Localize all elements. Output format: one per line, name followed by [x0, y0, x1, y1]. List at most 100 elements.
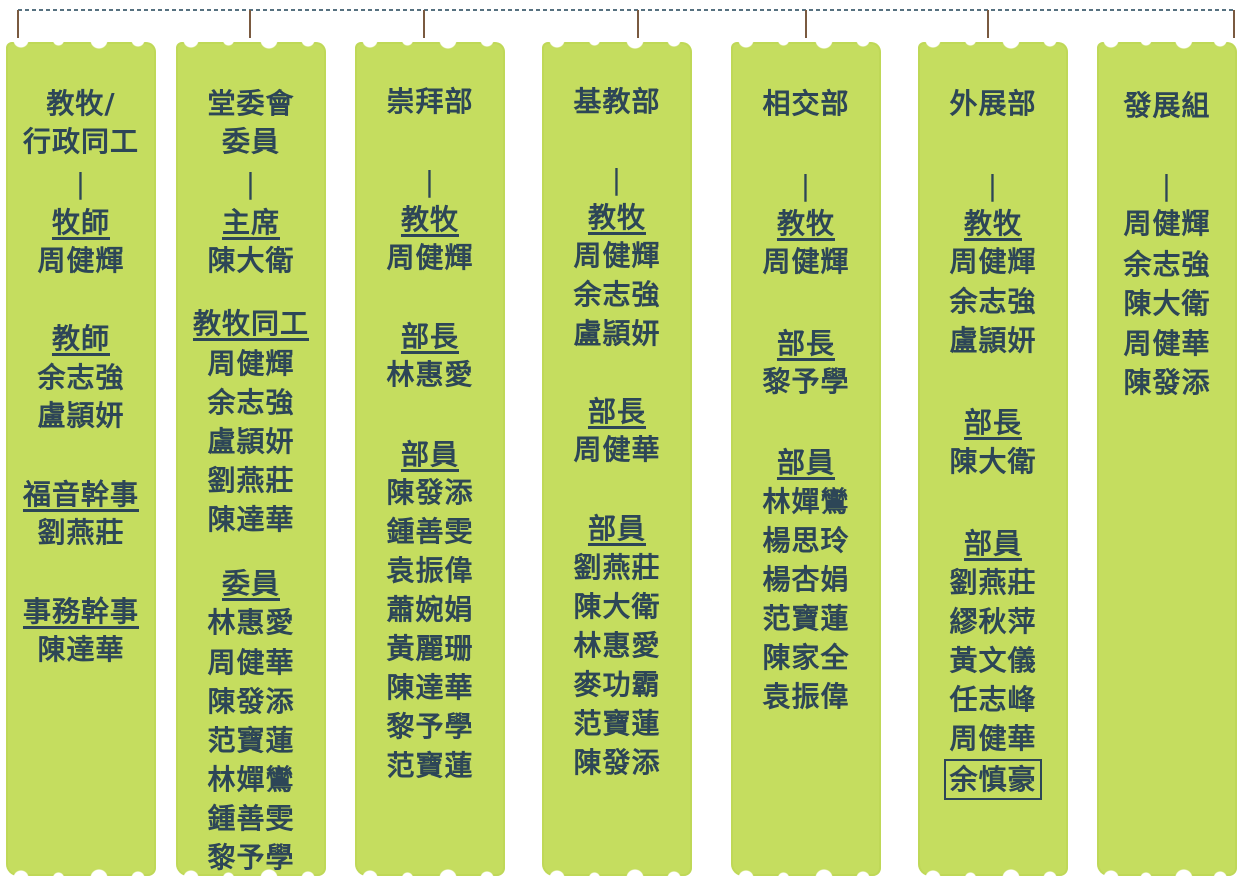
member-name: 楊思玲 — [762, 524, 850, 557]
section-title: 事務幹事 — [22, 595, 139, 628]
member-name: 陳發添 — [207, 685, 295, 718]
section-title: 教牧 — [963, 207, 1022, 240]
connector-bar: | — [424, 165, 436, 198]
member-name: 陳大衛 — [949, 445, 1037, 478]
highlighted-member-name: 余慎豪 — [944, 759, 1042, 800]
connector-bar: | — [987, 169, 999, 202]
member-name: 周健華 — [573, 433, 661, 466]
member-name: 陳達華 — [207, 503, 295, 536]
column-christian-education-dept: 基教部 | 教牧 周健輝 余志強 盧頴妍 部長 周健華 部員 劉燕莊 陳大衛 林… — [542, 42, 692, 878]
column-header: 委員 — [221, 125, 280, 158]
member-name: 盧頴妍 — [573, 317, 661, 350]
column-header: 堂委會 — [207, 87, 295, 120]
section-title: 教牧同工 — [192, 307, 309, 340]
member-name: 周健輝 — [762, 245, 850, 278]
member-name: 周健輝 — [207, 347, 295, 380]
connector-bar: | — [800, 169, 812, 202]
member-name: 余志強 — [37, 361, 125, 394]
member-name: 林惠愛 — [386, 358, 474, 391]
column-header: 基教部 — [573, 85, 661, 118]
member-name: 黃文儀 — [949, 644, 1037, 677]
member-name: 周健輝 — [573, 239, 661, 272]
dashed-connector-line — [17, 9, 1235, 38]
member-name: 陳發添 — [573, 746, 661, 779]
member-name: 繆秋萍 — [949, 605, 1037, 638]
member-name: 陳大衛 — [1123, 287, 1211, 320]
section-title: 部長 — [400, 320, 459, 353]
section-title: 委員 — [221, 567, 280, 600]
member-name: 余志強 — [1123, 248, 1211, 281]
connector-bar: | — [611, 163, 623, 196]
section-title: 牧師 — [51, 206, 110, 239]
member-name: 陳大衛 — [573, 590, 661, 623]
section-title: 福音幹事 — [22, 478, 139, 511]
member-name: 陳發添 — [1123, 366, 1211, 399]
member-name: 劉燕莊 — [207, 464, 295, 497]
member-name: 盧頴妍 — [949, 324, 1037, 357]
member-name: 黎予學 — [386, 710, 474, 743]
member-name: 余志強 — [207, 386, 295, 419]
member-name: 鍾善雯 — [207, 802, 295, 835]
column-header: 崇拜部 — [386, 85, 474, 118]
column-development-group: 發展組 | 周健輝 余志強 陳大衛 周健華 陳發添 — [1097, 42, 1237, 878]
member-name: 周健華 — [949, 722, 1037, 755]
member-name: 林惠愛 — [573, 629, 661, 662]
member-name: 周健輝 — [386, 241, 474, 274]
member-name: 林嬋鸞 — [207, 763, 295, 796]
member-name: 陳大衛 — [207, 244, 295, 277]
connector-bar: | — [1161, 169, 1173, 202]
member-name: 林惠愛 — [207, 606, 295, 639]
section-title: 教牧 — [776, 207, 835, 240]
member-name: 任志峰 — [949, 683, 1037, 716]
connector-bar: | — [245, 167, 257, 200]
member-name: 范寶蓮 — [573, 707, 661, 740]
section-title: 部員 — [963, 527, 1022, 560]
section-title: 教師 — [51, 322, 110, 355]
member-name: 袁振偉 — [386, 554, 474, 587]
section-title: 教牧 — [400, 203, 459, 236]
member-name: 陳發添 — [386, 476, 474, 509]
member-name: 盧頴妍 — [37, 399, 125, 432]
member-name: 麥功霸 — [573, 668, 661, 701]
member-name: 鍾善雯 — [386, 515, 474, 548]
column-worship-dept: 崇拜部 | 教牧 周健輝 部長 林惠愛 部員 陳發添 鍾善雯 袁振偉 蕭婉娟 黃… — [355, 42, 505, 878]
member-name: 范寶蓮 — [762, 602, 850, 635]
member-name: 袁振偉 — [762, 680, 850, 713]
section-title: 主席 — [221, 206, 280, 239]
section-title: 部員 — [776, 446, 835, 479]
section-title: 部員 — [400, 438, 459, 471]
member-name: 黎予學 — [762, 365, 850, 398]
member-name: 蕭婉娟 — [386, 593, 474, 626]
member-name: 周健華 — [1123, 327, 1211, 360]
section-title: 部長 — [587, 395, 646, 428]
member-name: 黎予學 — [207, 841, 295, 874]
section-title: 部員 — [587, 512, 646, 545]
column-pastoral-admin-staff: 教牧/ 行政同工 | 牧師 周健輝 教師 余志強 盧頴妍 福音幹事 劉燕莊 事務… — [6, 42, 156, 878]
column-header: 相交部 — [762, 87, 850, 120]
column-header: 外展部 — [949, 87, 1037, 120]
member-name: 陳家全 — [762, 641, 850, 674]
connector-bar: | — [75, 167, 87, 200]
column-header: 發展組 — [1123, 89, 1211, 122]
member-name: 劉燕莊 — [37, 516, 125, 549]
member-name: 陳達華 — [37, 633, 125, 666]
member-name: 楊杏娟 — [762, 563, 850, 596]
member-name: 周健華 — [207, 646, 295, 679]
column-outreach-dept: 外展部 | 教牧 周健輝 余志強 盧頴妍 部長 陳大衛 部員 劉燕莊 繆秋萍 黃… — [918, 42, 1068, 878]
member-name: 黃麗珊 — [386, 632, 474, 665]
member-name: 周健輝 — [1123, 207, 1211, 240]
member-name: 余志強 — [573, 278, 661, 311]
member-name: 周健輝 — [949, 245, 1037, 278]
column-fellowship-dept: 相交部 | 教牧 周健輝 部長 黎予學 部員 林嬋鸞 楊思玲 楊杏娟 范寶蓮 陳… — [731, 42, 881, 878]
column-church-committee: 堂委會 委員 | 主席 陳大衛 教牧同工 周健輝 余志強 盧頴妍 劉燕莊 陳達華… — [176, 42, 326, 878]
column-header: 教牧/ — [46, 87, 116, 120]
member-name-boxed: 余慎豪 — [918, 759, 1068, 800]
column-header: 行政同工 — [22, 125, 139, 158]
section-title: 部長 — [776, 327, 835, 360]
member-name: 劉燕莊 — [949, 566, 1037, 599]
member-name: 范寶蓮 — [207, 724, 295, 757]
member-name: 劉燕莊 — [573, 551, 661, 584]
member-name: 盧頴妍 — [207, 425, 295, 458]
member-name: 余志強 — [949, 285, 1037, 318]
section-title: 部長 — [963, 406, 1022, 439]
